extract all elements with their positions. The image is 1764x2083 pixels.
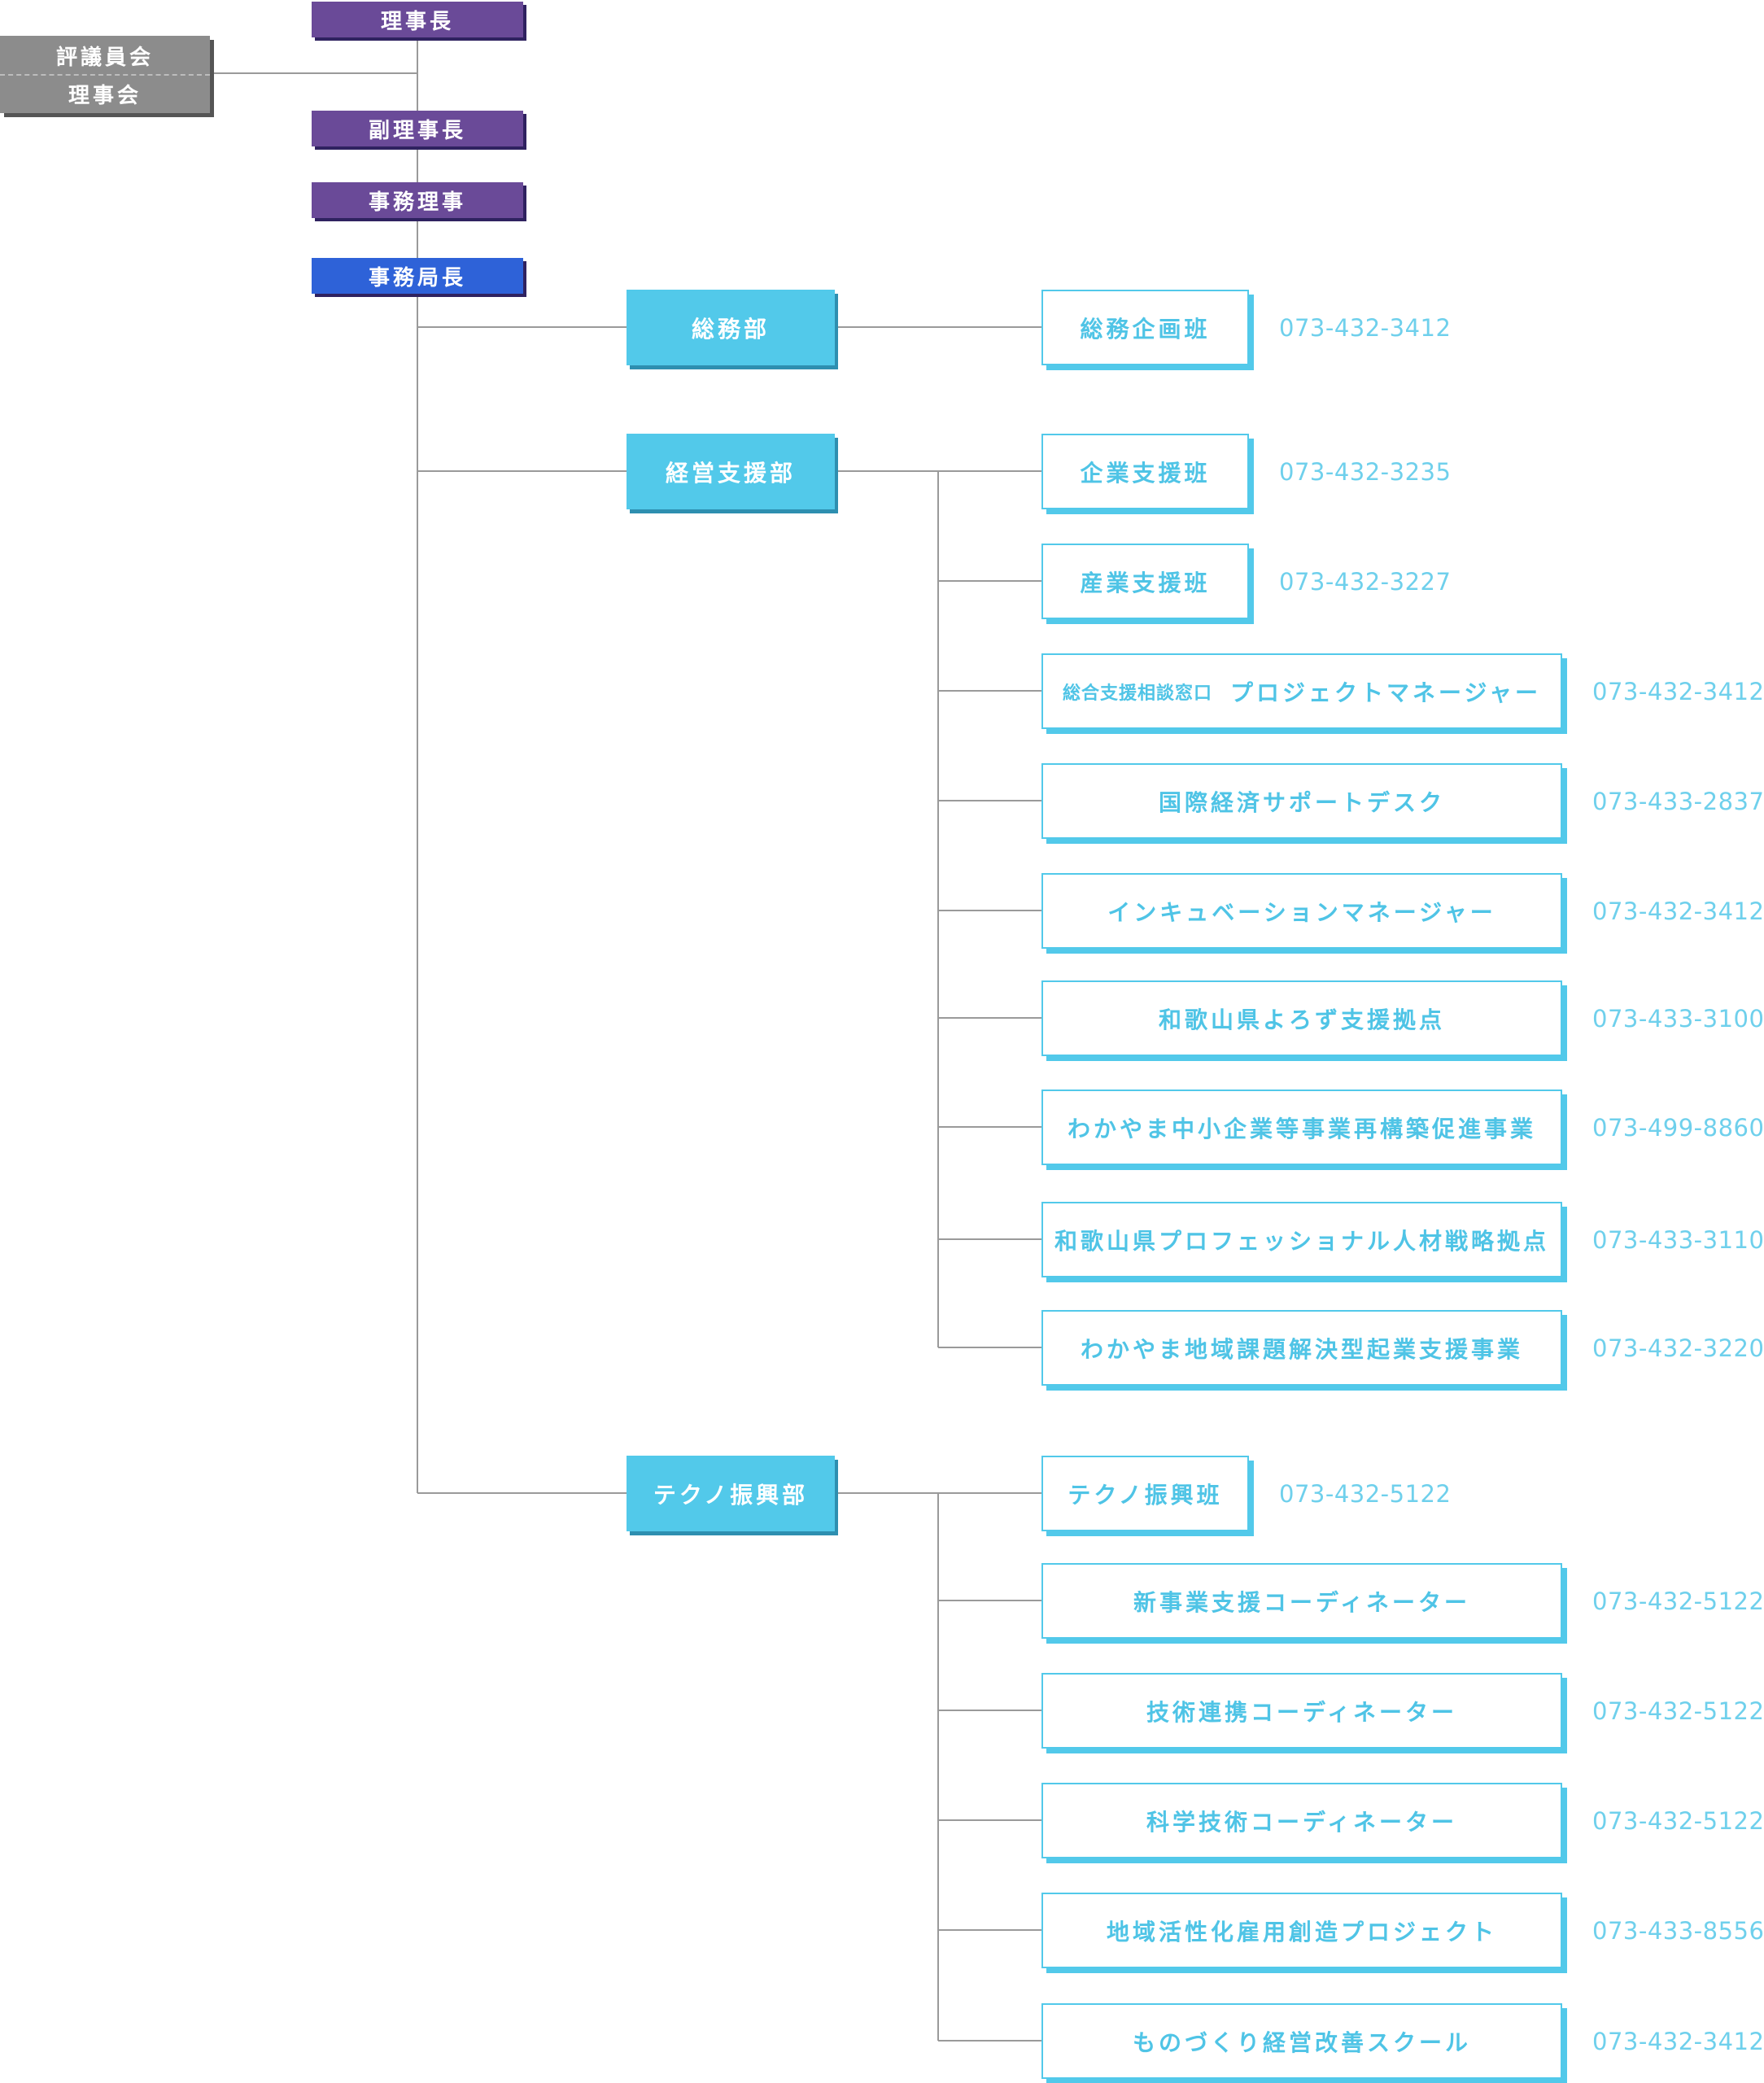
- unit-box: 新事業支援コーディネーター: [1041, 1563, 1562, 1639]
- unit-box: わかやま中小企業等事業再構築促進事業: [1041, 1090, 1562, 1165]
- unit-box: ものづくり経営改善スクール: [1041, 2003, 1562, 2079]
- unit-phone: 073-432-5122: [1592, 1806, 1764, 1835]
- dept-general-affairs: 総務部: [627, 290, 835, 365]
- unit-box: 和歌山県プロフェッショナル人材戦略拠点: [1041, 1202, 1562, 1277]
- unit-phone: 073-432-3220: [1592, 1334, 1764, 1362]
- divider: [0, 73, 210, 76]
- unit-phone: 073-432-5122: [1592, 1697, 1764, 1725]
- unit-phone: 073-432-3412: [1279, 313, 1452, 342]
- unit-box: 科学技術コーディネーター: [1041, 1783, 1562, 1858]
- unit-box: 企業支援班: [1041, 434, 1249, 509]
- board-label: 理事会: [68, 83, 142, 108]
- executive-director-box: 事務理事: [312, 182, 523, 218]
- unit-phone: 073-432-3235: [1279, 457, 1452, 486]
- dept-techno-promotion: テクノ振興部: [627, 1456, 835, 1531]
- unit-phone: 073-433-8556: [1592, 1916, 1764, 1945]
- unit-label: プロジェクトマネージャー: [1229, 679, 1542, 706]
- vice-chairman-box: 副理事長: [312, 111, 523, 146]
- unit-phone: 073-499-8860: [1592, 1113, 1764, 1142]
- council-label: 評議員会: [55, 45, 154, 70]
- chairman-box: 理事長: [312, 2, 523, 37]
- unit-box: 産業支援班: [1041, 544, 1249, 619]
- unit-box: 技術連携コーディネーター: [1041, 1673, 1562, 1749]
- unit-phone: 073-432-3227: [1279, 567, 1452, 596]
- unit-phone: 073-432-5122: [1592, 1587, 1764, 1615]
- unit-phone: 073-433-3110: [1592, 1225, 1764, 1254]
- unit-box: インキュベーションマネージャー: [1041, 873, 1562, 949]
- unit-phone: 073-432-3412: [1592, 677, 1764, 705]
- unit-box: 和歌山県よろず支援拠点: [1041, 980, 1562, 1056]
- unit-phone: 073-432-3412: [1592, 2027, 1764, 2055]
- unit-box: 総務企画班: [1041, 290, 1249, 365]
- secretary-general-box: 事務局長: [312, 258, 523, 294]
- unit-box: 国際経済サポートデスク: [1041, 763, 1562, 839]
- dept-management-support: 経営支援部: [627, 434, 835, 509]
- unit-prefix: 総合支援相談窓口: [1062, 683, 1212, 704]
- unit-box: 地域活性化雇用創造プロジェクト: [1041, 1893, 1562, 1968]
- unit-box: テクノ振興班: [1041, 1456, 1249, 1531]
- unit-box: わかやま地域課題解決型起業支援事業: [1041, 1310, 1562, 1386]
- council-board-box: 評議員会 理事会: [0, 36, 210, 113]
- unit-box: 総合支援相談窓口 プロジェクトマネージャー: [1041, 653, 1562, 729]
- unit-phone: 073-433-2837: [1592, 787, 1764, 815]
- unit-phone: 073-432-5122: [1279, 1479, 1452, 1508]
- unit-phone: 073-433-3100: [1592, 1004, 1764, 1033]
- unit-phone: 073-432-3412: [1592, 897, 1764, 925]
